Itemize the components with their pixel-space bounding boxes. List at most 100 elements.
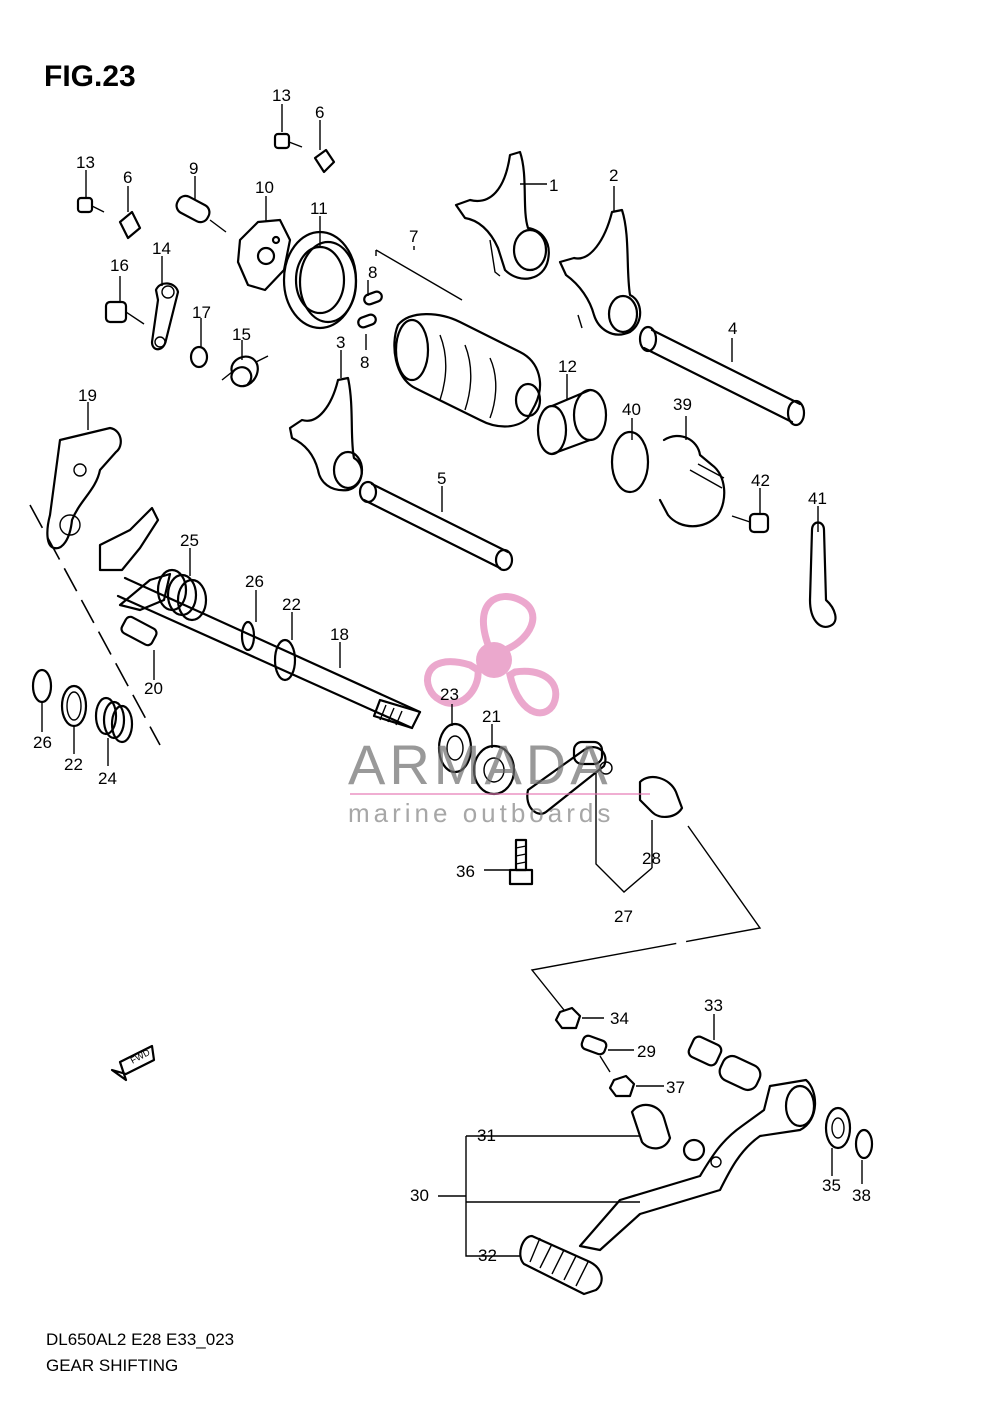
shift-shaft-outline [29,504,161,746]
callout-8a: 8 [368,263,377,282]
callout-19: 19 [78,386,97,405]
joint-31 [630,1103,706,1162]
callout-36: 36 [456,862,475,881]
callout-42: 42 [751,471,770,490]
watermark-propeller-icon [424,593,560,717]
gearshift-pedal-30 [578,1078,817,1252]
figure-title: FIG.23 [44,60,136,93]
callout-26b: 26 [33,733,52,752]
callout-7: 7 [409,227,418,246]
callout-15: 15 [232,325,251,344]
bolt-36 [508,838,534,886]
cam-plate [236,218,292,292]
spring-24 [94,696,134,744]
spring-25 [156,568,208,622]
gearshift-arm-19 [46,426,122,550]
callout-5: 5 [437,469,446,488]
callout-2: 2 [609,166,618,185]
pin [175,194,227,233]
callout-13a: 13 [272,86,291,105]
pedal-rubber-32 [519,1234,603,1296]
nut-34 [554,1006,582,1030]
callout-28: 28 [642,849,661,868]
callout-numbers: 1 2 3 4 5 6 6 7 8 8 9 10 11 12 13 13 14 … [33,86,871,1265]
callout-40: 40 [622,400,641,419]
washer-6-upper [313,148,336,174]
callout-23: 23 [440,685,459,704]
callout-12: 12 [558,357,577,376]
shift-drum [393,313,542,428]
shift-fork-2 [558,208,642,336]
callout-11: 11 [310,199,328,218]
callout-24: 24 [98,769,117,788]
circlip-26 [31,668,53,704]
callout-18: 18 [330,625,349,644]
washer-35 [824,1106,852,1150]
callout-8b: 8 [360,353,369,372]
callout-20: 20 [144,679,163,698]
washer-17 [189,345,209,369]
bolt-16 [104,300,145,325]
callout-22b: 22 [64,755,83,774]
washer-6-lower [118,210,142,240]
callout-34: 34 [610,1009,629,1028]
callout-21: 21 [482,707,501,726]
fork-shaft-5 [358,480,514,572]
callout-26a: 26 [245,572,264,591]
screw-13-lower [76,196,105,214]
watermark-tagline: marine outboards [348,798,615,828]
callout-32: 32 [478,1246,497,1265]
o-ring-40 [610,430,650,494]
callout-22a: 22 [282,595,301,614]
clamp-39 [658,434,726,528]
washer-22 [60,684,88,728]
watermark-divider [350,793,650,795]
callout-41: 41 [808,489,827,508]
callout-9: 9 [189,159,198,178]
callout-39: 39 [673,395,692,414]
nut-37 [608,1074,636,1098]
gearshift-lever-27 [526,740,613,815]
callout-37: 37 [666,1078,685,1097]
callout-35: 35 [822,1176,841,1195]
callout-25: 25 [180,531,199,550]
pin-bolt-20 [120,615,158,647]
callout-6a: 6 [315,103,324,122]
callout-27: 27 [614,907,633,926]
section-name: GEAR SHIFTING [46,1356,179,1375]
shift-fork-1 [454,150,550,280]
stopper-arm [150,282,180,351]
bolt-42 [731,512,770,534]
screw-13-upper [273,132,303,150]
callout-38: 38 [852,1186,871,1205]
callout-3: 3 [336,333,345,352]
oil-seal-23 [437,722,473,774]
return-spring-15 [221,355,269,388]
callout-33: 33 [704,996,723,1015]
shift-plate [98,506,172,612]
callout-31: 31 [477,1126,496,1145]
callout-13b: 13 [76,153,95,172]
dowel-pin-upper [363,290,383,306]
fork-shaft-4 [638,325,806,427]
needle-bearing [536,388,608,456]
link-rod-path [530,825,762,1011]
model-code: DL650AL2 E28 E33_023 [46,1330,235,1349]
gearshift-shaft-18 [116,576,422,730]
callout-16: 16 [110,256,129,275]
leader-lines [41,104,863,1257]
callout-1: 1 [549,176,558,195]
bolt-33 [687,1035,762,1092]
bearing [282,230,358,330]
circlip-38 [854,1128,874,1160]
callout-6b: 6 [123,168,132,187]
bracket-41 [808,521,837,628]
washer-22-shaft [273,638,297,682]
callout-10: 10 [255,178,274,197]
callout-4: 4 [728,319,737,338]
fwd-arrow-icon: FWD [110,1044,156,1082]
callout-30: 30 [410,1186,429,1205]
callout-17: 17 [192,303,211,322]
callout-29: 29 [637,1042,656,1061]
